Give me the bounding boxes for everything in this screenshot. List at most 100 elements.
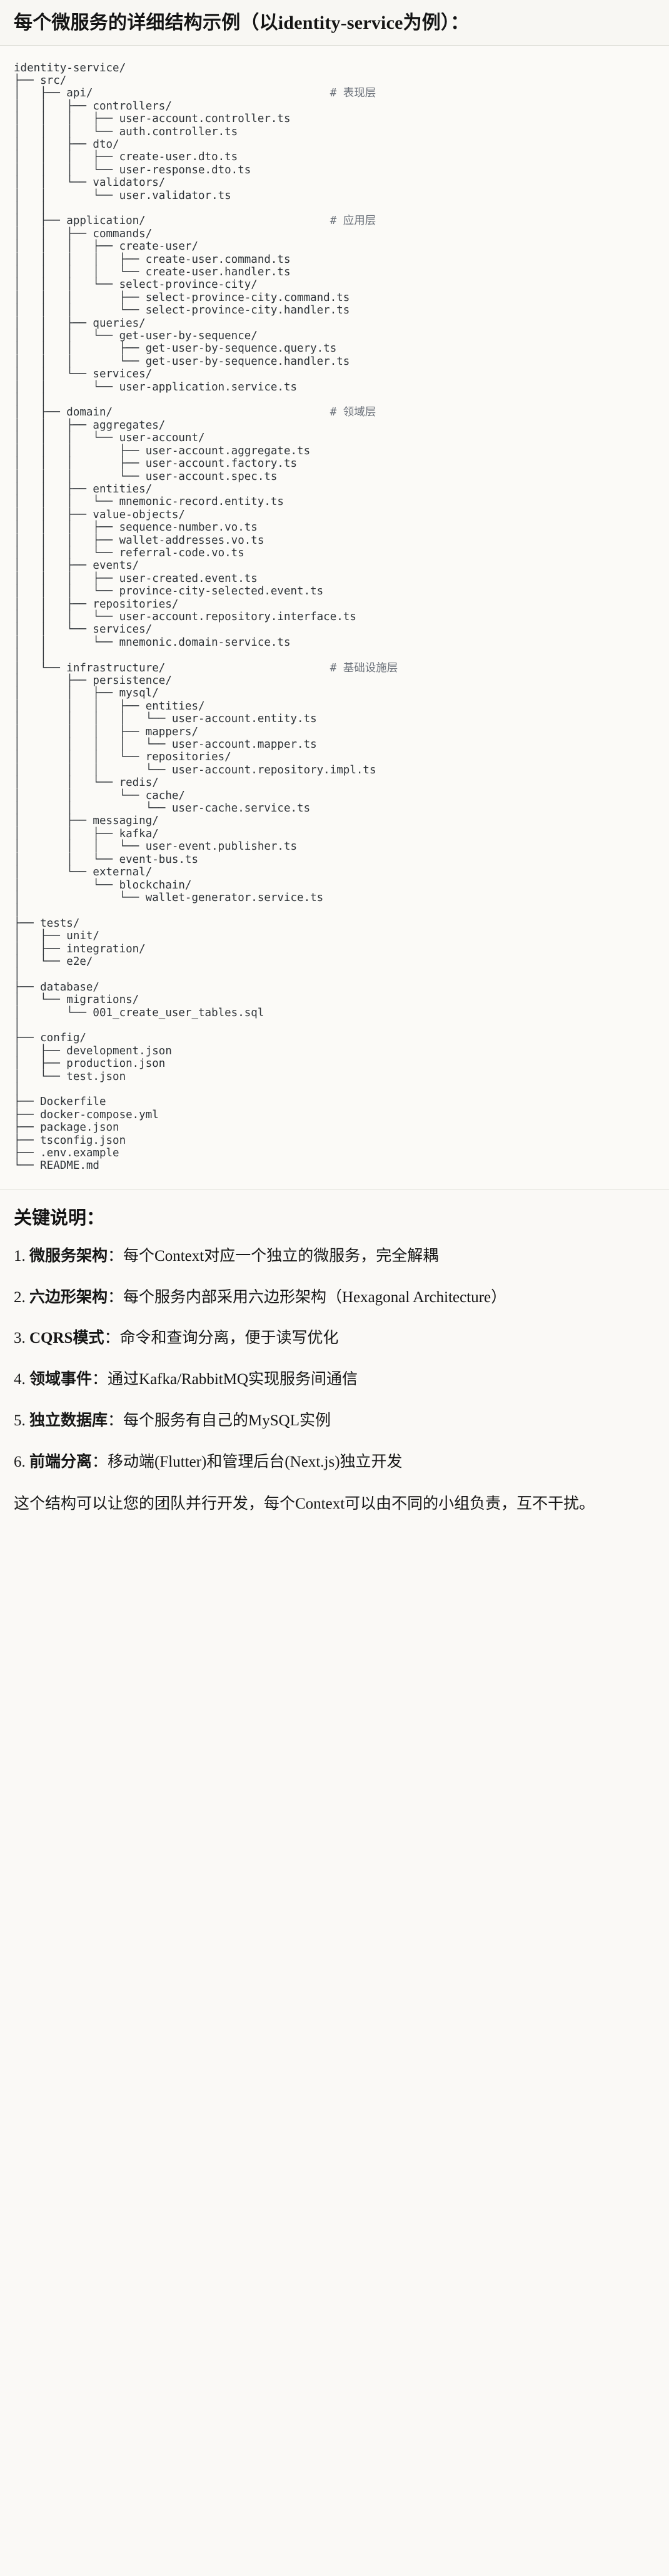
key-note-text: 每个Context对应一个独立的微服务，完全解耦 <box>123 1247 439 1265</box>
key-note-separator: ： <box>92 1371 108 1388</box>
tree-line: │ │ │ ├── wallet-addresses.vo.ts <box>14 534 264 547</box>
tree-line: │ │ │ ├── mappers/ <box>14 725 199 738</box>
tree-line: │ │ ├── kafka/ <box>14 827 159 840</box>
tree-line: │ │ ├── commands/ <box>14 227 153 240</box>
tree-line: │ └── wallet-generator.service.ts <box>14 891 324 904</box>
tree-line: │ <box>14 1083 21 1096</box>
tree-line: │ ├── production.json <box>14 1057 166 1071</box>
tree-line: │ │ │ ├── user-account.factory.ts <box>14 457 298 471</box>
tree-comment: # 应用层 <box>329 215 376 228</box>
tree-line: │ │ │ └── repositories/ <box>14 751 231 764</box>
key-note-label: 六边形架构 <box>29 1288 108 1306</box>
tree-line: │ <box>14 1019 21 1032</box>
directory-tree: identity-service/ ├── src/ │ ├── api/ # … <box>14 62 655 1173</box>
tree-line: │ │ └── services/ <box>14 368 153 381</box>
tree-line: │ │ ├── aggregates/ <box>14 419 166 432</box>
tree-line: │ │ │ └── mnemonic-record.entity.ts <box>14 496 284 509</box>
tree-line: │ ├── integration/ <box>14 942 146 955</box>
tree-line: │ │ │ └── user-account.spec.ts <box>14 470 278 483</box>
tree-line: ├── config/ <box>14 1032 86 1045</box>
tree-line: │ <box>14 904 21 917</box>
page-title: 每个微服务的详细结构示例（以identity-service为例）： <box>14 13 470 33</box>
tree-line: │ │ │ └── province-city-selected.event.t… <box>14 585 324 598</box>
directory-tree-block: identity-service/ ├── src/ │ ├── api/ # … <box>0 45 669 1189</box>
tree-line: │ └── external/ <box>14 866 153 879</box>
key-note-item: 1. 微服务架构：每个Context对应一个独立的微服务，完全解耦 <box>14 1246 655 1267</box>
tree-line: │ │ │ ├── user-account.controller.ts <box>14 113 291 126</box>
tree-line: │ │ │ ├── create-user/ <box>14 240 199 253</box>
key-note-label: 微服务架构 <box>29 1247 108 1265</box>
tree-line: │ │ │ ├── entities/ <box>14 700 205 713</box>
tree-line: │ │ │ └── user-response.dto.ts <box>14 163 251 176</box>
tree-line: │ │ ├── events/ <box>14 559 139 573</box>
tree-line: │ ├── development.json <box>14 1044 172 1057</box>
tree-line: │ ├── api/ # 表现层 <box>14 87 376 100</box>
key-notes-title: 关键说明： <box>14 1208 105 1228</box>
tree-line: │ │ └── redis/ <box>14 776 159 790</box>
key-note-separator: ： <box>92 1453 108 1470</box>
tree-line: │ │ │ ├── user-created.event.ts <box>14 572 258 585</box>
tree-line: │ │ │ └── get-user-by-sequence.handler.t… <box>14 355 350 368</box>
tree-line: ├── tsconfig.json <box>14 1134 126 1147</box>
key-note-number: 6. <box>14 1453 29 1470</box>
key-note-label: 独立数据库 <box>29 1412 108 1429</box>
tree-line: │ │ │ └── select-province-city.handler.t… <box>14 304 350 317</box>
tree-line: │ │ │ └── get-user-by-sequence/ <box>14 330 258 343</box>
tree-line: │ │ └── cache/ <box>14 789 185 802</box>
tree-line: │ ├── persistence/ <box>14 675 172 687</box>
tree-line: └── README.md <box>14 1159 99 1173</box>
tree-line: │ │ <box>14 649 47 662</box>
key-note-item: 6. 前端分离：移动端(Flutter)和管理后台(Next.js)独立开发 <box>14 1452 655 1473</box>
key-note-separator: ： <box>108 1247 124 1265</box>
tree-line: │ │ └── user.validator.ts <box>14 189 231 202</box>
key-note-label: 前端分离 <box>29 1453 93 1470</box>
key-note-separator: ： <box>108 1288 124 1306</box>
tree-line: │ ├── domain/ # 领域层 <box>14 406 376 419</box>
key-note-separator: ： <box>108 1412 124 1429</box>
tree-line: ├── docker-compose.yml <box>14 1108 159 1121</box>
tree-line: ├── package.json <box>14 1121 119 1134</box>
tree-line: │ │ │ │ └── user-account.mapper.ts <box>14 738 317 751</box>
tree-line: │ │ │ └── user-account.repository.impl.t… <box>14 763 376 776</box>
tree-line: │ │ ├── repositories/ <box>14 598 179 611</box>
tree-line: │ │ │ └── referral-code.vo.ts <box>14 546 244 559</box>
key-note-number: 2. <box>14 1288 29 1306</box>
tree-line: │ │ <box>14 394 47 407</box>
tree-line: │ └── test.json <box>14 1070 126 1083</box>
tree-line: ├── src/ <box>14 74 67 87</box>
tree-line: │ ├── messaging/ <box>14 815 159 828</box>
key-note-number: 5. <box>14 1412 29 1429</box>
tree-line: │ │ └── user-cache.service.ts <box>14 802 311 815</box>
tree-line: │ └── 001_create_user_tables.sql <box>14 1006 264 1019</box>
tree-line: │ └── migrations/ <box>14 994 139 1007</box>
tree-line: ├── Dockerfile <box>14 1096 106 1109</box>
tree-line: │ ├── unit/ <box>14 930 99 943</box>
tree-line: │ │ ├── controllers/ <box>14 99 172 113</box>
tree-comment: # 表现层 <box>329 87 376 100</box>
key-note-item: 2. 六边形架构：每个服务内部采用六边形架构（Hexagonal Archite… <box>14 1287 655 1308</box>
key-note-number: 1. <box>14 1247 29 1265</box>
tree-line: │ │ │ └── user-event.publisher.ts <box>14 840 298 853</box>
tree-line: │ │ │ │ ├── create-user.command.ts <box>14 253 291 266</box>
tree-line: │ │ │ ├── get-user-by-sequence.query.ts <box>14 342 337 355</box>
tree-comment: # 领域层 <box>329 406 376 419</box>
tree-line: │ │ ├── value-objects/ <box>14 508 185 521</box>
document-page: 每个微服务的详细结构示例（以identity-service为例）： ident… <box>0 13 669 1532</box>
tree-line: │ │ └── services/ <box>14 623 153 636</box>
tree-line: │ │ └── event-bus.ts <box>14 853 199 866</box>
tree-line: │ │ └── user-application.service.ts <box>14 380 298 394</box>
key-note-text: 移动端(Flutter)和管理后台(Next.js)独立开发 <box>108 1453 403 1470</box>
tree-line: │ │ ├── mysql/ <box>14 687 159 700</box>
tree-line: │ │ │ ├── create-user.dto.ts <box>14 151 238 164</box>
tree-line: │ ├── application/ # 应用层 <box>14 215 376 228</box>
tree-line: │ │ │ └── user-account/ <box>14 432 205 445</box>
tree-line: │ │ │ └── auth.controller.ts <box>14 125 238 138</box>
tree-line: │ └── blockchain/ <box>14 878 192 892</box>
tree-line: │ │ ├── entities/ <box>14 482 153 496</box>
key-note-item: 4. 领域事件：通过Kafka/RabbitMQ实现服务间通信 <box>14 1369 655 1390</box>
tree-line: identity-service/ <box>14 61 126 74</box>
tree-comment: # 基础设施层 <box>329 661 398 675</box>
tree-line: │ │ │ ├── select-province-city.command.t… <box>14 291 350 304</box>
